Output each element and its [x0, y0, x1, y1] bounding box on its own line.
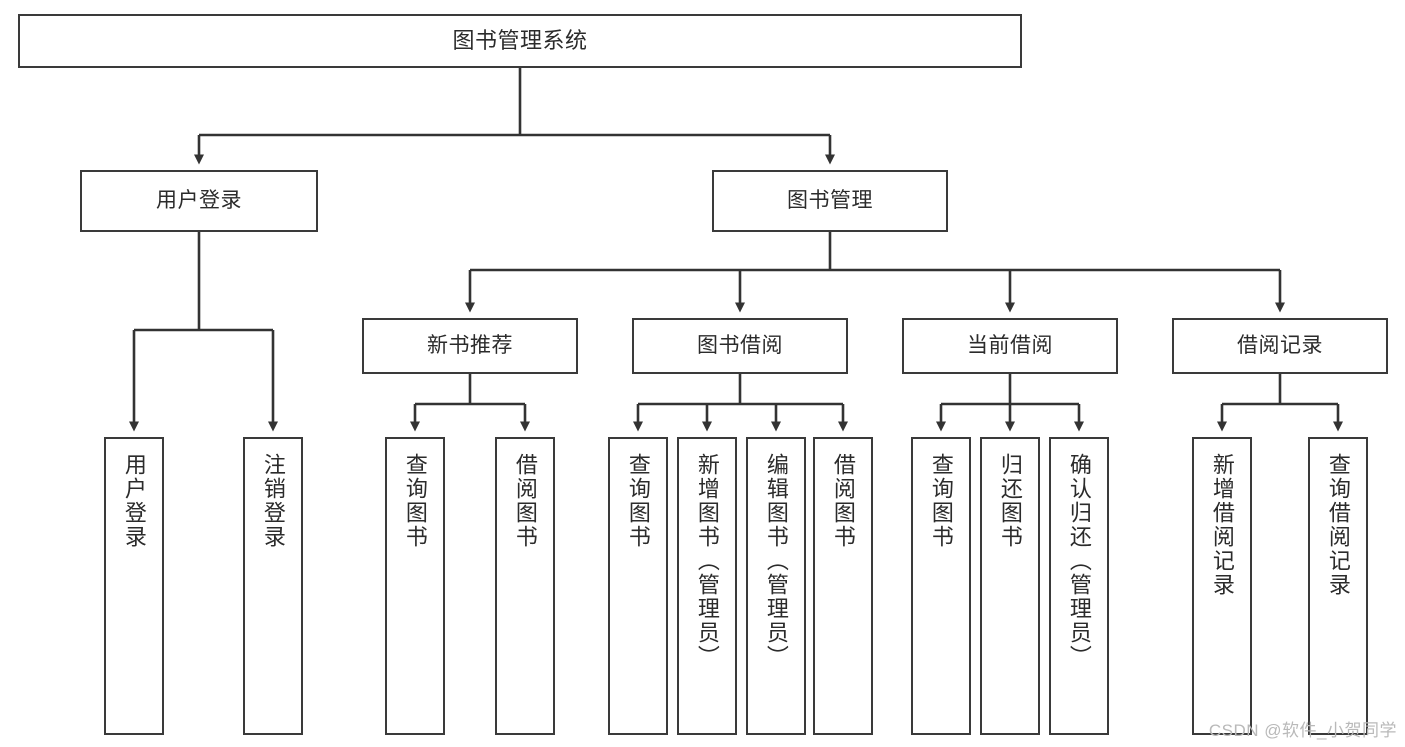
node-leaf-return-book[interactable]: 归还图书 [980, 437, 1040, 735]
node-current-borrow[interactable]: 当前借阅 [902, 318, 1118, 374]
node-leaf-borrow-book[interactable]: 借阅图书 [813, 437, 873, 735]
node-leaf-add-borrow-record[interactable]: 新增借阅记录 [1192, 437, 1252, 735]
node-leaf-query-borrow-record[interactable]: 查询借阅记录 [1308, 437, 1368, 735]
node-leaf-confirm-return-admin[interactable]: 确认归还（管理员） [1049, 437, 1109, 735]
node-label: 查询借阅记录 [1325, 453, 1351, 597]
node-book-management[interactable]: 图书管理 [712, 170, 948, 232]
node-leaf-query-book-current[interactable]: 查询图书 [911, 437, 971, 735]
node-label: 编辑图书（管理员） [763, 453, 789, 669]
node-borrow-record[interactable]: 借阅记录 [1172, 318, 1388, 374]
node-label: 当前借阅 [967, 333, 1053, 357]
node-label: 注销登录 [260, 453, 286, 549]
node-label: 新增图书（管理员） [694, 453, 720, 669]
node-label: 新增借阅记录 [1209, 453, 1235, 597]
node-leaf-add-book-admin[interactable]: 新增图书（管理员） [677, 437, 737, 735]
watermark-text: CSDN @软件_小贺同学 [1208, 721, 1397, 740]
node-label: 图书管理系统 [452, 28, 588, 54]
node-root-book-management-system[interactable]: 图书管理系统 [18, 14, 1022, 68]
node-leaf-query-book-borrow[interactable]: 查询图书 [608, 437, 668, 735]
node-label: 图书管理 [787, 188, 873, 212]
node-new-book-recommend[interactable]: 新书推荐 [362, 318, 578, 374]
node-label: 用户登录 [156, 188, 242, 212]
node-label: 借阅图书 [830, 453, 856, 549]
node-leaf-borrow-book-recommend[interactable]: 借阅图书 [495, 437, 555, 735]
node-label: 用户登录 [121, 453, 147, 549]
node-leaf-query-book-recommend[interactable]: 查询图书 [385, 437, 445, 735]
node-leaf-logout[interactable]: 注销登录 [243, 437, 303, 735]
node-label: 确认归还（管理员） [1066, 453, 1092, 669]
node-leaf-edit-book-admin[interactable]: 编辑图书（管理员） [746, 437, 806, 735]
node-label: 查询图书 [625, 453, 651, 549]
node-leaf-user-login[interactable]: 用户登录 [104, 437, 164, 735]
node-label: 新书推荐 [427, 333, 513, 357]
node-label: 借阅记录 [1237, 333, 1323, 357]
node-user-login[interactable]: 用户登录 [80, 170, 318, 232]
node-label: 图书借阅 [697, 333, 783, 357]
node-label: 查询图书 [402, 453, 428, 549]
node-book-borrow[interactable]: 图书借阅 [632, 318, 848, 374]
node-label: 借阅图书 [512, 453, 538, 549]
node-label: 归还图书 [997, 453, 1023, 549]
node-label: 查询图书 [928, 453, 954, 549]
